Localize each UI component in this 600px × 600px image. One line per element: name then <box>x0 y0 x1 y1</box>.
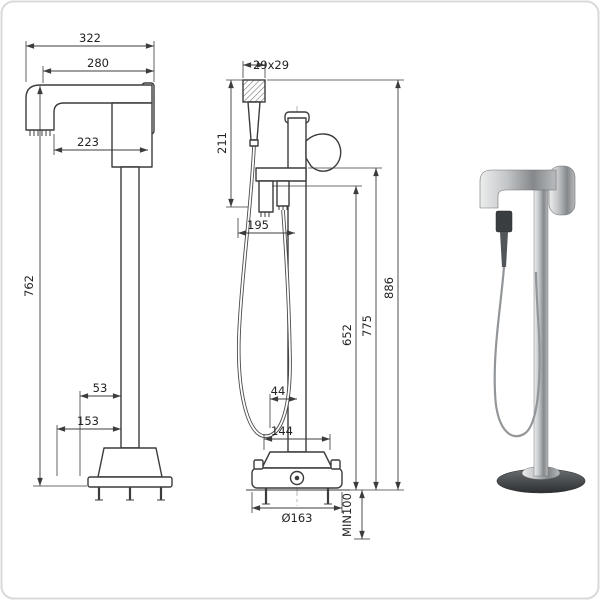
dim-label: 211 <box>215 132 229 154</box>
dim-hose-offset: 195 <box>237 218 295 238</box>
dim-label: 53 <box>93 381 108 395</box>
dim-base-width: 144 <box>263 424 331 450</box>
base-flange <box>97 447 163 478</box>
dim-outlet-offset: 44 <box>269 384 297 428</box>
render-column <box>533 189 549 477</box>
dim-handshower-length: 211 <box>215 79 248 208</box>
dim-base-offset-a: 53 <box>79 381 121 476</box>
column-outline <box>120 166 140 449</box>
base-plate <box>87 476 173 488</box>
holder-ticks <box>278 206 288 210</box>
dim-label: 153 <box>77 414 99 428</box>
dim-width-total: 322 <box>25 31 155 82</box>
dim-label: 886 <box>382 277 396 299</box>
dim-label: 762 <box>22 275 36 297</box>
dim-label: 29x29 <box>253 58 289 72</box>
dim-label: 223 <box>77 135 99 149</box>
dim-label: 775 <box>360 315 374 337</box>
shower-hose-inner <box>237 145 291 437</box>
dim-label: 652 <box>340 324 354 346</box>
dim-base-offset-b: 153 <box>56 414 121 476</box>
anchor-pins <box>264 488 330 504</box>
dim-label: 144 <box>271 424 293 438</box>
dim-label: MIN100 <box>340 493 354 537</box>
dim-height-total: 762 <box>22 86 87 487</box>
dim-label: 322 <box>79 31 101 45</box>
handshower-head <box>242 79 266 103</box>
spout-front <box>255 167 307 182</box>
hose-connector <box>249 139 259 147</box>
dim-label: 280 <box>87 56 109 70</box>
mounting-bolts <box>97 487 163 500</box>
dim-label: 195 <box>247 218 269 232</box>
dim-min-clearance: MIN100 <box>340 490 370 540</box>
outlet-aerator-ticks <box>260 212 270 217</box>
dim-base-diameter: Ø163 <box>251 492 343 525</box>
dim-total-height: 886 <box>267 79 404 491</box>
base-flange <box>261 451 333 469</box>
dim-spout-height: 652 <box>272 185 362 490</box>
dim-label: Ø163 <box>281 511 312 525</box>
dim-handshower-head: 29x29 <box>242 58 289 78</box>
base-screw-center <box>294 475 300 481</box>
render-handshower-handle <box>500 232 508 267</box>
dim-width-spout: 280 <box>42 56 154 83</box>
render-hose <box>493 266 541 438</box>
dim-label: 44 <box>271 384 286 398</box>
holder-tube <box>276 180 290 207</box>
base-bolt-left <box>253 459 264 470</box>
dim-width-reach: 223 <box>53 134 148 155</box>
body-outline <box>111 102 153 168</box>
render-spout <box>479 169 557 209</box>
base-bolt-right <box>330 459 341 470</box>
front-view: 29x29 211 195 652 775 886 <box>215 58 404 540</box>
spout-outline <box>25 84 153 131</box>
side-view: 322 280 223 762 53 153 <box>22 31 173 501</box>
lever-handle-front <box>305 133 342 172</box>
ext-lines <box>267 79 404 491</box>
render-handshower-head <box>495 210 513 233</box>
dim-handle-height: 775 <box>308 167 382 490</box>
product-render <box>479 165 586 494</box>
outlet-tube <box>258 180 274 213</box>
